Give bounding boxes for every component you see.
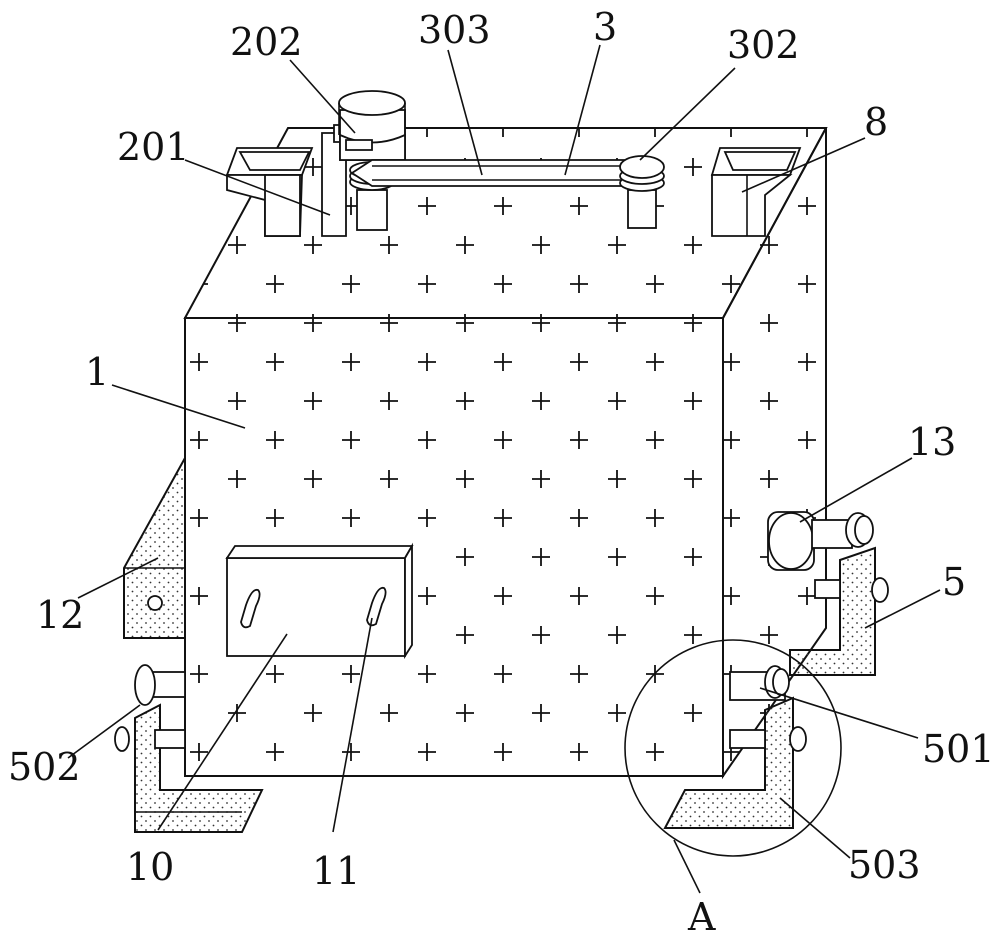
handle-right (366, 586, 387, 627)
side-support (123, 454, 186, 639)
label-501: 501 (922, 727, 995, 771)
label-503: 503 (848, 843, 921, 887)
label-1: 1 (85, 350, 109, 394)
leader-lines (67, 44, 941, 894)
label-302: 302 (727, 23, 800, 67)
label-13: 13 (908, 420, 956, 464)
motor (338, 90, 406, 161)
driven-pulley (619, 155, 665, 229)
handle-left (240, 588, 261, 629)
detail-circle-A (624, 639, 842, 857)
drive-mechanism (225, 90, 802, 237)
label-8: 8 (864, 100, 888, 144)
label-502: 502 (8, 745, 81, 789)
label-201: 201 (117, 125, 190, 169)
label-10: 10 (126, 845, 174, 889)
right-hopper (710, 147, 802, 237)
label-303: 303 (418, 8, 491, 52)
label-3: 3 (593, 5, 617, 49)
label-12: 12 (36, 593, 84, 637)
right-clamp-upper (767, 511, 889, 676)
label-A: A (687, 895, 716, 939)
left-clamp-lower (114, 664, 264, 833)
belt (350, 159, 662, 187)
part-labels: 202 303 3 302 201 8 1 13 12 5 502 501 10… (8, 5, 995, 939)
front-panel (225, 542, 414, 660)
label-11: 11 (312, 849, 360, 893)
label-5: 5 (942, 560, 966, 604)
label-202: 202 (230, 20, 303, 64)
